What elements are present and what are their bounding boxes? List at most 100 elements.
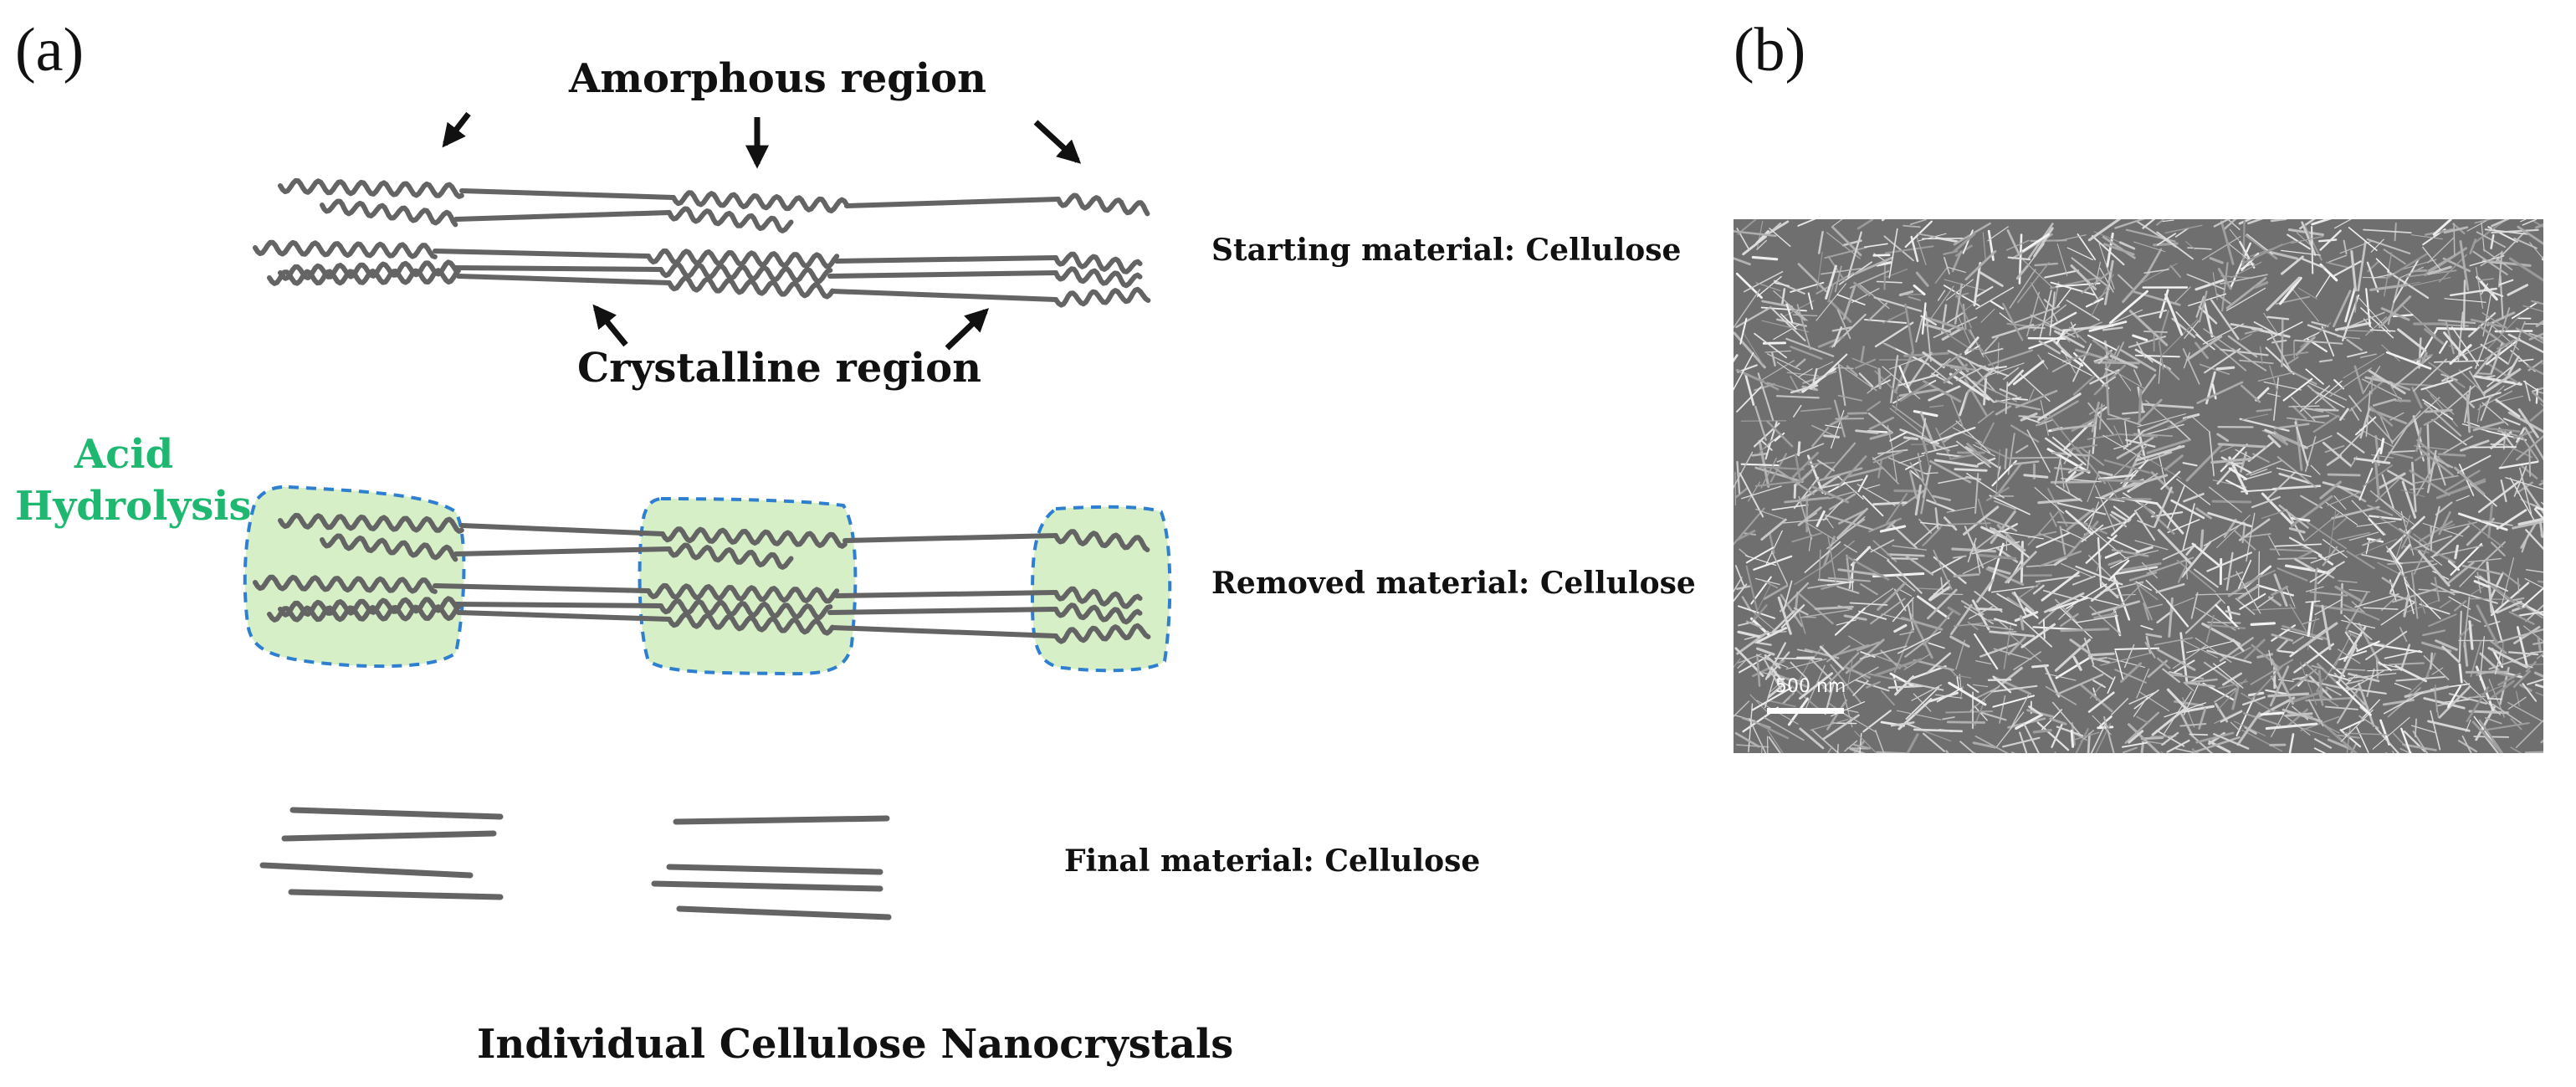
sem-fiber xyxy=(2307,601,2314,638)
sem-fiber xyxy=(1732,230,1777,238)
sem-fiber xyxy=(2456,495,2470,501)
sem-fiber xyxy=(2245,234,2278,260)
sem-fiber xyxy=(2097,726,2114,730)
sem-fiber xyxy=(1760,360,1795,382)
sem-fiber xyxy=(2097,474,2136,480)
sem-fiber xyxy=(2045,437,2072,457)
sem-fiber xyxy=(2272,377,2280,421)
sem-fiber xyxy=(2409,469,2451,496)
sem-fiber xyxy=(2220,348,2269,356)
sem-fiber xyxy=(2427,720,2471,732)
sem-fiber xyxy=(2348,227,2378,252)
sem-fiber xyxy=(1994,618,2017,627)
sem-fiber xyxy=(2415,718,2417,738)
sem-fiber xyxy=(2522,683,2538,702)
sem-fiber xyxy=(2137,520,2154,528)
sem-fiber xyxy=(2462,279,2466,330)
sem-fiber xyxy=(1756,627,1787,643)
straight-chain xyxy=(456,610,672,622)
sem-fiber xyxy=(2354,538,2398,557)
sem-fiber xyxy=(2363,228,2412,234)
sem-fiber xyxy=(2183,681,2194,691)
sem-fiber xyxy=(2228,218,2241,231)
sem-fiber xyxy=(2423,655,2450,680)
sem-fiber xyxy=(1887,685,1923,689)
sem-fiber xyxy=(1793,404,1802,418)
sem-fiber xyxy=(1899,589,1913,597)
sem-fiber xyxy=(1975,608,2003,612)
sem-fiber xyxy=(2113,505,2132,520)
hydrolysis-zone-left xyxy=(243,485,466,669)
sem-fiber xyxy=(2329,367,2373,397)
sem-fiber xyxy=(1819,540,1855,570)
sem-fiber xyxy=(1941,326,1964,341)
sem-fiber xyxy=(2394,664,2427,683)
sem-fiber xyxy=(1775,282,1790,287)
sem-fiber xyxy=(2338,580,2358,583)
sem-fiber xyxy=(2345,669,2385,692)
sem-fiber xyxy=(2164,454,2184,471)
sem-fiber xyxy=(2038,550,2082,567)
sem-fiber xyxy=(2367,369,2406,395)
sem-fiber xyxy=(2185,444,2224,482)
sem-fiber xyxy=(2141,561,2158,579)
acid-label-line1: Acid xyxy=(74,431,174,478)
sem-fiber xyxy=(2513,465,2527,497)
sem-fiber xyxy=(2118,274,2133,290)
sem-fiber xyxy=(2368,518,2384,536)
arrows xyxy=(442,111,1082,351)
sem-fiber xyxy=(1827,581,1855,586)
sem-fiber xyxy=(2411,725,2437,734)
sem-fiber xyxy=(1949,454,1974,460)
sem-fiber xyxy=(2499,429,2527,469)
sem-fiber xyxy=(2430,652,2433,670)
sem-fiber xyxy=(1833,326,1843,347)
sem-fiber xyxy=(2518,467,2532,515)
sem-fiber xyxy=(2397,266,2424,279)
sem-fiber xyxy=(1990,685,2038,693)
sem-fiber xyxy=(1954,292,1969,298)
wavy-chain xyxy=(658,262,833,284)
sem-fiber xyxy=(1947,312,1964,324)
sem-fiber xyxy=(1859,645,1908,659)
sem-fiber xyxy=(2188,293,2227,306)
sem-fiber xyxy=(2097,536,2102,588)
sem-fiber xyxy=(2286,417,2325,424)
sem-fiber xyxy=(1830,664,1862,704)
sem-fiber xyxy=(2205,614,2215,643)
sem-fiber xyxy=(2333,260,2362,277)
sem-fiber xyxy=(2468,425,2521,433)
sem-fiber xyxy=(2043,299,2056,310)
sem-fiber xyxy=(2307,521,2348,550)
sem-fiber xyxy=(2034,487,2065,514)
sem-fiber xyxy=(2304,407,2324,413)
sem-fiber xyxy=(1983,377,1988,406)
sem-fiber xyxy=(2475,267,2484,309)
sem-fiber xyxy=(1776,361,1816,389)
sem-fiber xyxy=(2267,535,2281,556)
sem-fiber xyxy=(2200,529,2205,550)
wavy-chain xyxy=(1053,251,1143,274)
sem-fiber xyxy=(1849,602,1888,606)
sem-fiber xyxy=(2360,307,2394,339)
sem-fiber xyxy=(2251,664,2284,700)
sem-fiber xyxy=(2371,375,2374,395)
sem-fiber xyxy=(1917,453,1925,482)
sem-fiber xyxy=(2043,664,2061,698)
sem-fiber xyxy=(2338,643,2358,684)
sem-fiber xyxy=(2231,347,2267,372)
sem-fiber xyxy=(2002,303,2024,341)
sem-fiber xyxy=(2251,495,2282,509)
sem-fiber xyxy=(1975,286,2015,310)
sem-fiber xyxy=(2431,418,2467,446)
sem-fiber xyxy=(2190,592,2199,619)
sem-fiber xyxy=(2081,270,2112,294)
sem-fiber xyxy=(1938,476,1970,485)
sem-fiber xyxy=(2041,571,2080,602)
sem-fiber xyxy=(1905,681,1944,691)
sem-fiber xyxy=(2203,301,2214,338)
sem-fiber xyxy=(1759,724,1790,740)
sem-fiber xyxy=(1751,255,1779,261)
sem-fiber xyxy=(2348,378,2386,413)
sem-fiber xyxy=(2345,629,2359,639)
